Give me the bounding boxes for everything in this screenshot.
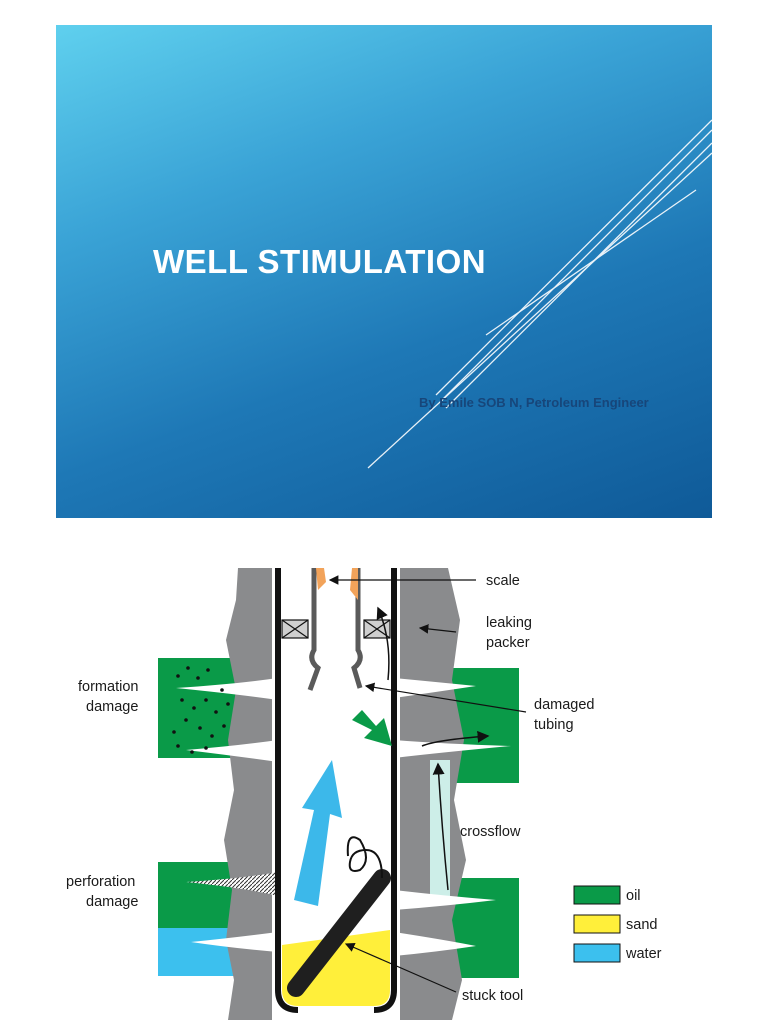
label-crossflow: crossflow bbox=[460, 824, 521, 840]
rock-left bbox=[224, 568, 272, 1020]
crossflow-arrow-right bbox=[421, 730, 490, 747]
label-perforation: perforation bbox=[66, 874, 135, 890]
casing-left bbox=[275, 568, 299, 1013]
sand-fill bbox=[282, 930, 390, 1006]
blue-flow-arrow bbox=[294, 760, 342, 906]
tubing-leader bbox=[364, 682, 527, 713]
stuck-tool bbox=[287, 869, 391, 997]
label-packer: packer bbox=[486, 635, 530, 651]
legend-water-label: water bbox=[625, 946, 662, 962]
perforation-tunnels bbox=[176, 678, 511, 956]
slide-title: WELL STIMULATION bbox=[153, 243, 487, 280]
packer-leader bbox=[418, 624, 457, 634]
legend-oil-label: oil bbox=[626, 888, 641, 904]
label-formation-damage: damage bbox=[86, 699, 138, 715]
tubing-right bbox=[351, 568, 363, 689]
perforation-damage-hatch bbox=[186, 872, 278, 896]
scale-deposit-right bbox=[350, 568, 358, 600]
label-formation: formation bbox=[78, 679, 138, 695]
label-stuck-tool: stuck tool bbox=[462, 988, 523, 1004]
tubing-left bbox=[307, 568, 321, 691]
legend-sand-swatch bbox=[573, 914, 621, 934]
legend-oil-swatch bbox=[573, 885, 621, 905]
slide-author: By Emile SOB N, Petroleum Engineer bbox=[419, 395, 649, 410]
legend: oil sand water bbox=[573, 885, 662, 963]
leak-arrow bbox=[376, 606, 390, 681]
tool-leader bbox=[344, 942, 457, 993]
label-scale: scale bbox=[486, 573, 520, 589]
label-perforation-damage: damage bbox=[86, 894, 138, 910]
casing-right bbox=[373, 568, 397, 1013]
green-flow-arrow bbox=[352, 710, 392, 746]
formation-damage-dots bbox=[172, 666, 230, 754]
decorative-lines bbox=[367, 119, 712, 469]
well-damage-diagram: scale leaking packer damaged tubing form… bbox=[66, 568, 662, 1020]
scale-deposit-left bbox=[316, 568, 326, 590]
packer-left bbox=[281, 619, 309, 639]
legend-sand-label: sand bbox=[626, 917, 657, 933]
label-tubing: tubing bbox=[534, 717, 574, 733]
tool-wireline bbox=[346, 836, 383, 879]
legend-water-swatch bbox=[573, 943, 621, 963]
label-leaking: leaking bbox=[486, 615, 532, 631]
label-damaged: damaged bbox=[534, 697, 594, 713]
crossflow-arrow-up bbox=[432, 762, 449, 891]
title-slide: WELL STIMULATION By Emile SOB N, Petrole… bbox=[56, 25, 712, 518]
